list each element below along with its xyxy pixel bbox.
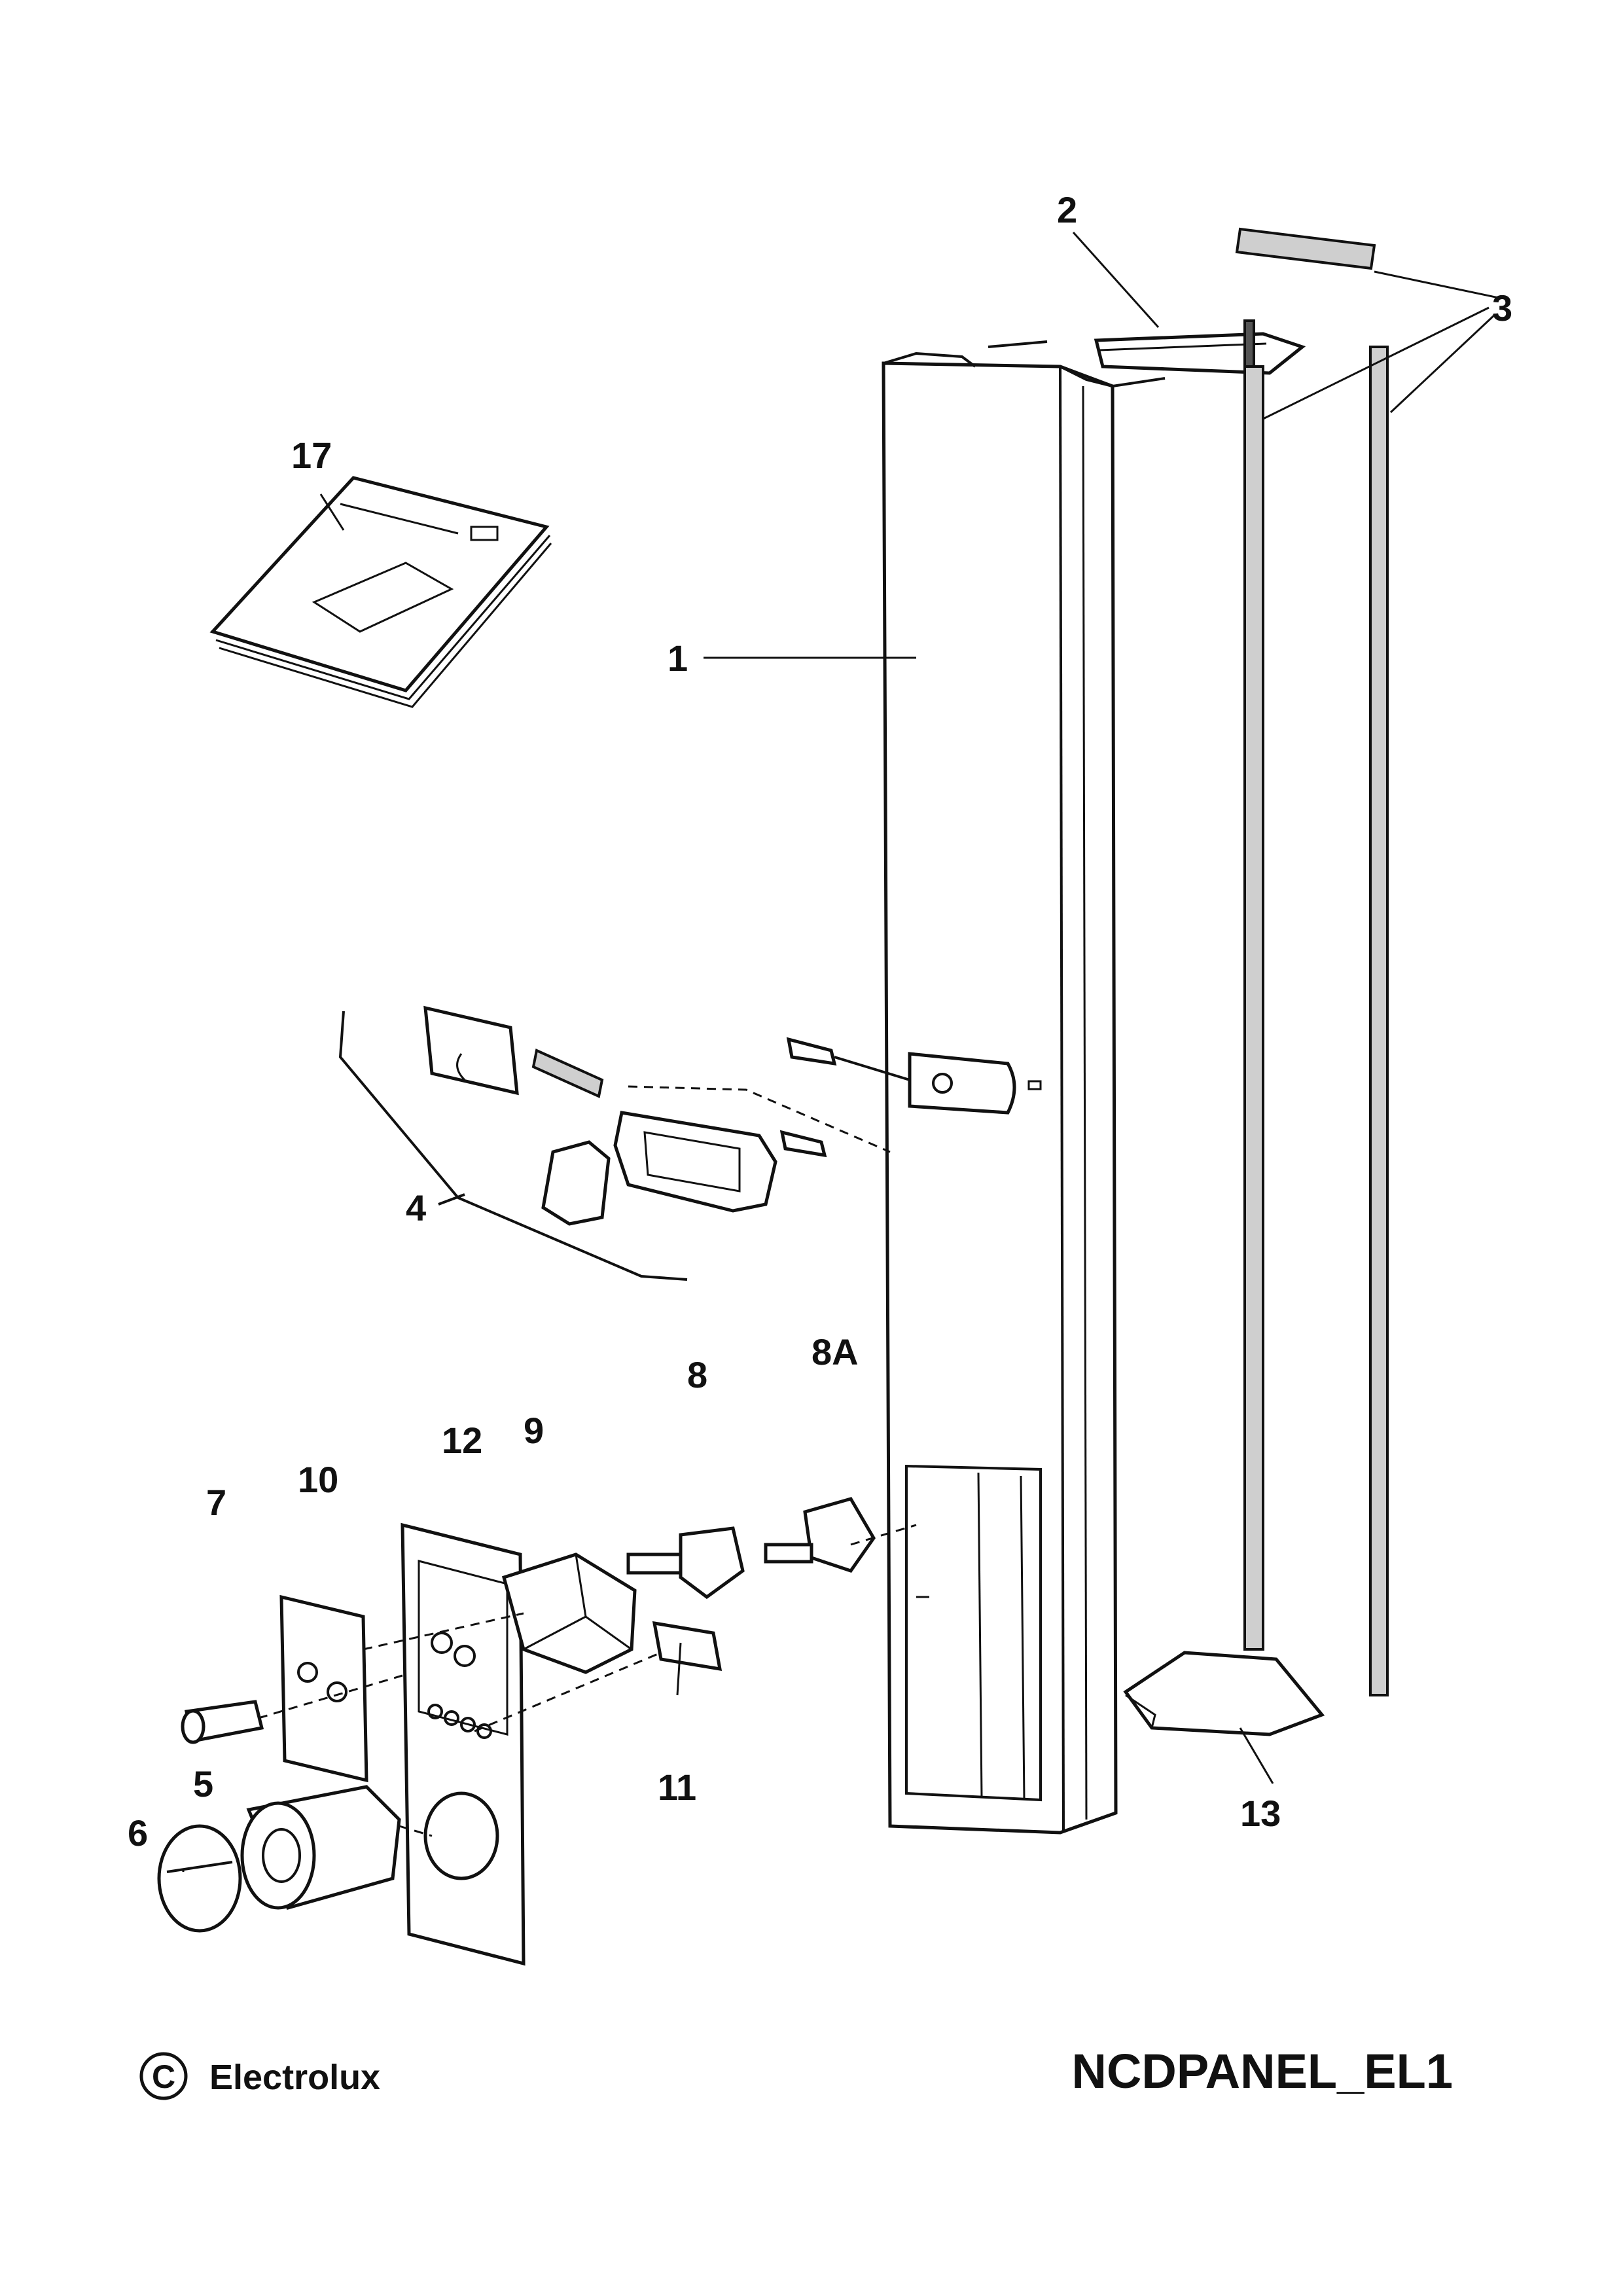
brand-name: Electrolux xyxy=(209,2058,380,2097)
part-9-switch-bracket xyxy=(501,1552,637,1674)
part-12-control-panel xyxy=(401,1522,526,1966)
label-part-5: 5 xyxy=(193,1763,213,1804)
part-1-panel xyxy=(882,340,1166,1835)
label-part-7: 7 xyxy=(206,1482,226,1523)
part-7-pushbutton xyxy=(181,1700,264,1744)
part-13-bottom-cap xyxy=(1123,1651,1325,1736)
label-part-9: 9 xyxy=(524,1410,544,1451)
copyright-symbol: C xyxy=(152,2058,175,2095)
part-6-knob xyxy=(157,1824,242,1933)
assembly-line xyxy=(363,1612,524,1651)
assembly-line xyxy=(474,1651,662,1732)
part-17-manual-booklet xyxy=(209,476,552,708)
label-part-3: 3 xyxy=(1492,287,1512,329)
part-3-trim-strips xyxy=(1235,227,1389,1696)
label-part-2: 2 xyxy=(1057,189,1077,230)
assembly-line xyxy=(850,1524,917,1546)
label-part-11: 11 xyxy=(658,1767,696,1808)
label-part-17: 17 xyxy=(291,435,332,476)
label-part-8: 8 xyxy=(687,1354,707,1395)
part-10-label-plate xyxy=(279,1594,368,1783)
part-11-terminal-block xyxy=(652,1621,722,1672)
part-8-switch xyxy=(626,1526,745,1600)
part-5-thermostat xyxy=(240,1785,401,1910)
part-8a-switch xyxy=(764,1497,876,1573)
label-part-8a: 8A xyxy=(812,1331,859,1372)
label-part-4: 4 xyxy=(406,1187,426,1229)
label-part-12: 12 xyxy=(442,1420,482,1461)
label-part-6: 6 xyxy=(128,1812,148,1854)
label-part-13: 13 xyxy=(1240,1793,1281,1834)
label-part-10: 10 xyxy=(298,1459,338,1500)
diagram-code: NCDPANEL_EL1 xyxy=(1072,2044,1454,2098)
part-4-handle-assembly xyxy=(338,1005,910,1281)
leader-lines xyxy=(182,231,1499,1872)
part-2-top-cap xyxy=(1094,332,1306,375)
assembly-line xyxy=(399,1825,433,1837)
label-part-1: 1 xyxy=(668,637,688,679)
copyright-mark: C xyxy=(139,2052,188,2100)
